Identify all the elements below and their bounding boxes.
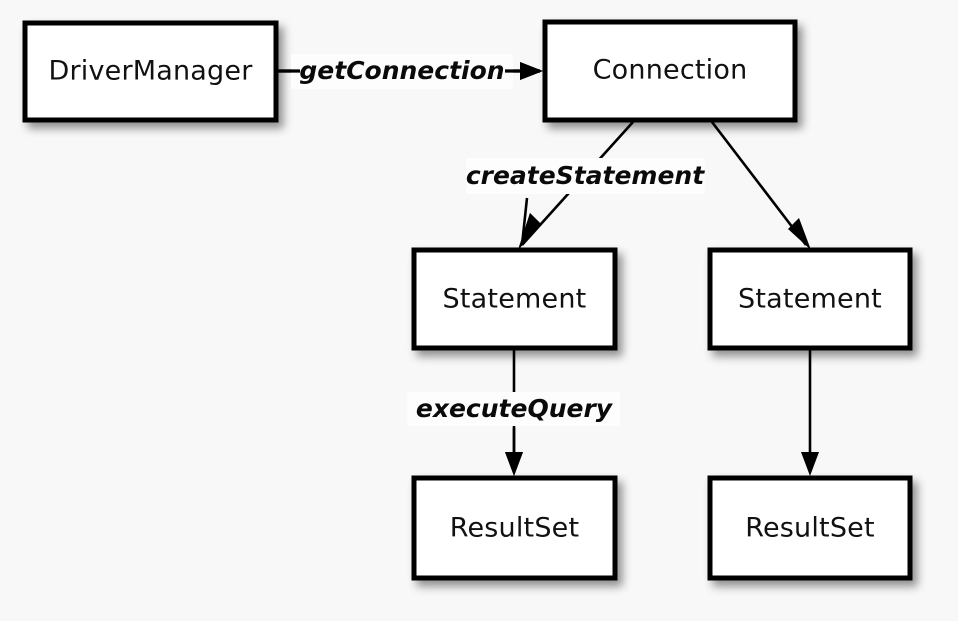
node-statement-right-rect	[707, 247, 913, 351]
node-driver-manager[interactable]	[22, 20, 279, 123]
node-statement-right[interactable]	[707, 247, 913, 351]
edge-label-get-connection-text: getConnection	[299, 56, 504, 85]
node-statement-left-label: Statement	[443, 284, 587, 315]
node-statement-left[interactable]	[411, 247, 618, 351]
edge-label-get-connection: getConnection	[291, 54, 513, 89]
edge-statement-resultset-right-arrowhead	[801, 452, 819, 476]
edge-label-execute-query-bg	[407, 392, 620, 426]
node-resultset-right[interactable]	[707, 475, 913, 581]
node-connection-rect	[542, 19, 798, 123]
edge-label-get-connection-bg	[291, 54, 513, 89]
node-resultset-right-label: ResultSet	[745, 513, 875, 544]
edge-label-execute-query: executeQuery	[407, 392, 620, 426]
edge-label-create-statement-bg	[466, 158, 705, 194]
node-resultset-right-rect	[707, 475, 913, 581]
node-resultset-left[interactable]	[411, 475, 618, 581]
edge-connection-statement-right	[710, 121, 811, 250]
node-connection[interactable]	[542, 19, 798, 123]
edge-label-create-statement: createStatement	[466, 158, 705, 194]
node-resultset-left-label: ResultSet	[450, 513, 580, 544]
edge-label-create-statement-text: createStatement	[466, 161, 705, 190]
edge-create-statement-arrowhead-top	[518, 213, 541, 250]
node-connection-label: Connection	[593, 55, 748, 86]
node-statement-right-label: Statement	[738, 284, 882, 315]
node-driver-manager-label: DriverManager	[48, 56, 253, 87]
node-resultset-left-rect	[411, 475, 618, 581]
edge-statement-resultset-right	[801, 350, 819, 476]
edge-connection-statement-right-arrowhead	[788, 218, 811, 250]
edge-get-connection-arrowhead-top	[520, 62, 543, 80]
edge-execute-query-arrowhead-top	[505, 452, 523, 476]
node-driver-manager-rect	[22, 20, 279, 123]
node-statement-left-rect	[411, 247, 618, 351]
edge-label-execute-query-text: executeQuery	[416, 394, 614, 423]
edge-connection-statement-right-line	[710, 121, 808, 246]
